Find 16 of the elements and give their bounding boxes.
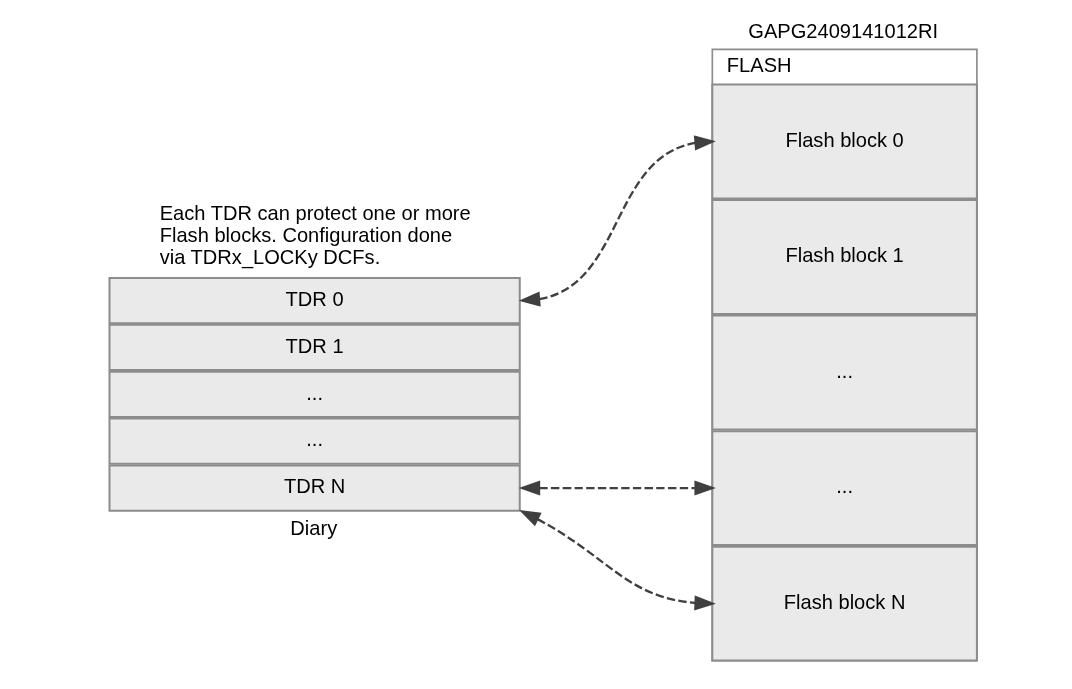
node-box: TDR N [108, 464, 521, 512]
label: Diary [289, 517, 337, 540]
node-box: ... [108, 417, 521, 465]
arrow [518, 509, 716, 611]
arrow [518, 480, 716, 496]
label: Each TDR can protect one or more Flash blocks. Configuration done via TDRx_LOCKy DCFs. [159, 202, 471, 268]
node-box: ... [710, 430, 978, 547]
node-box: TDR 0 [108, 276, 521, 325]
arrow [518, 135, 716, 307]
node-box: Flash block 1 [710, 199, 978, 315]
node-box: ... [108, 370, 521, 418]
node-box: ... [710, 314, 978, 431]
label: GAPG2409141012RI [747, 19, 938, 42]
node-box: Flash block N [710, 545, 978, 662]
node-box: TDR 1 [108, 323, 521, 372]
node-box: Flash block 0 [710, 83, 978, 200]
